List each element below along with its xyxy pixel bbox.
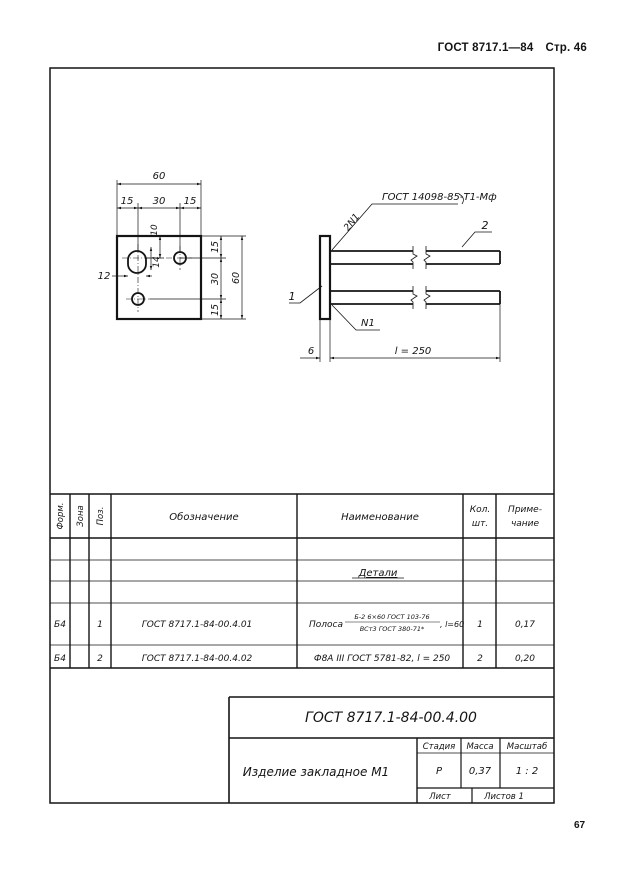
plate-section bbox=[318, 234, 332, 321]
weld-spec: ГОСТ 14098-85-Т1-Мф bbox=[382, 192, 497, 203]
col-header-qty-1: Кол. bbox=[470, 505, 491, 515]
col-header-designation: Обозначение bbox=[169, 511, 238, 523]
sheet-frame bbox=[49, 67, 555, 804]
col-header-zone: Зона bbox=[76, 505, 86, 526]
row2-name: Ф8А III ГОСТ 5781-82, l = 250 bbox=[314, 654, 451, 664]
dim-middle: 30 bbox=[153, 196, 166, 207]
col-header-qty-2: шт. bbox=[472, 519, 488, 529]
plate-outline bbox=[115, 234, 203, 321]
col-header-note-2: чание bbox=[511, 519, 540, 529]
dim-left: 15 bbox=[121, 196, 134, 207]
weld-label-bottom: N1 bbox=[361, 318, 375, 329]
row2-designation: ГОСТ 8717.1-84-00.4.02 bbox=[142, 654, 253, 664]
side-dimension-lines bbox=[300, 304, 501, 362]
table-row: Б4 2 ГОСТ 8717.1-84-00.4.02 Ф8А III ГОСТ… bbox=[54, 654, 535, 664]
row1-name-denominator: ВСт3 ГОСТ 380-71* bbox=[360, 625, 425, 633]
dim-length: l = 250 bbox=[395, 346, 432, 357]
section-label: Детали bbox=[358, 568, 398, 579]
dim-thickness: 6 bbox=[308, 346, 314, 357]
row1-name-prefix: Полоса bbox=[309, 620, 343, 630]
col-header-pos: Поз. bbox=[96, 507, 106, 526]
dim-right: 15 bbox=[184, 196, 197, 207]
dim-width-total: 60 bbox=[153, 171, 166, 182]
dim-side-total: 60 bbox=[231, 272, 242, 284]
row2-qty: 2 bbox=[477, 654, 483, 664]
header-page: Стр. 46 bbox=[545, 42, 587, 54]
table-row: Б4 1 ГОСТ 8717.1-84-00.4.01 Полоса Б-2 6… bbox=[54, 613, 535, 633]
plate-dimension-lines bbox=[112, 180, 246, 320]
col-header-name: Наименование bbox=[341, 512, 419, 523]
sheets-label: Листов 1 bbox=[483, 792, 524, 802]
sheet-label: Лист bbox=[428, 792, 452, 802]
scale-value: 1 : 2 bbox=[516, 766, 538, 777]
page-header: ГОСТ 8717.1—84 Стр. 46 bbox=[438, 42, 587, 54]
anchor-rods bbox=[330, 250, 501, 305]
col-header-format: Форм. bbox=[56, 502, 66, 529]
page-number: 67 bbox=[574, 820, 586, 831]
stage-label: Стадия bbox=[423, 742, 456, 752]
plate-plan-view: 60 15 30 15 10 14 12 15 30 15 60 bbox=[98, 171, 246, 321]
break-lines bbox=[410, 246, 431, 309]
scale-label: Масштаб bbox=[507, 742, 547, 752]
dim-hole-height: 14 bbox=[152, 256, 162, 268]
slot-hole bbox=[127, 250, 147, 274]
row2-note: 0,20 bbox=[515, 654, 535, 664]
dim-side-mid: 30 bbox=[210, 273, 221, 285]
leader-lines bbox=[289, 193, 492, 331]
specification-table: Форм. Зона Поз. Обозначение Наименование… bbox=[50, 493, 554, 669]
header-standard: ГОСТ 8717.1—84 bbox=[437, 42, 534, 54]
title-block: ГОСТ 8717.1-84-00.4.00 Изделие закладное… bbox=[228, 696, 554, 803]
stage-value: Р bbox=[436, 766, 443, 777]
mass-label: Масса bbox=[466, 742, 493, 752]
col-header-note-1: Приме- bbox=[508, 505, 542, 515]
row1-designation: ГОСТ 8717.1-84-00.4.01 bbox=[142, 620, 253, 630]
side-view: ГОСТ 14098-85-Т1-Мф 2N1 N1 1 2 6 l = 250 bbox=[289, 192, 501, 362]
dim-hole-offset: 10 bbox=[150, 224, 160, 236]
row1-name-numerator: Б-2 6×60 ГОСТ 103-76 bbox=[354, 613, 429, 621]
position-2-label: 2 bbox=[482, 219, 489, 232]
row1-note: 0,17 bbox=[515, 620, 535, 630]
row2-pos: 2 bbox=[97, 654, 103, 664]
weld-label-top: 2N1 bbox=[342, 212, 362, 234]
dim-side-bottom: 15 bbox=[210, 304, 221, 316]
row2-format: Б4 bbox=[54, 654, 66, 664]
item-name: Изделие закладное М1 bbox=[243, 765, 389, 779]
mass-value: 0,37 bbox=[469, 766, 492, 777]
position-1-label: 1 bbox=[289, 290, 296, 303]
row1-pos: 1 bbox=[97, 620, 103, 630]
row1-name-suffix: , l=60 bbox=[440, 620, 464, 629]
dim-hole-width: 12 bbox=[98, 271, 111, 282]
dim-side-top: 15 bbox=[210, 241, 221, 253]
row1-qty: 1 bbox=[477, 620, 483, 630]
row1-format: Б4 bbox=[54, 620, 66, 630]
document-code: ГОСТ 8717.1-84-00.4.00 bbox=[305, 710, 477, 726]
